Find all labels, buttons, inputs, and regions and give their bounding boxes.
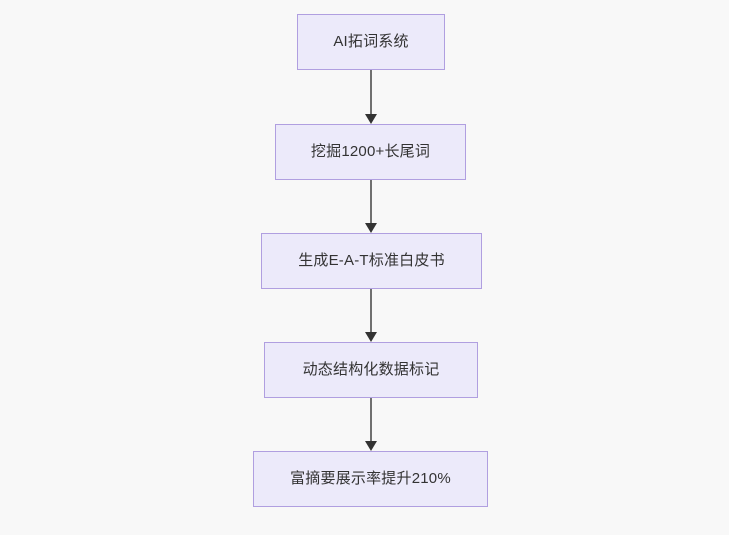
arrowhead-icon (365, 114, 377, 124)
edge-node-4-to-node-5 (364, 398, 378, 451)
edge-node-2-to-node-3 (364, 180, 378, 233)
flow-node-ai-keyword-system[interactable]: AI拓词系统 (297, 14, 445, 70)
flow-node-generate-eat-whitepaper[interactable]: 生成E-A-T标准白皮书 (261, 233, 482, 289)
flow-node-rich-snippet-impression-uplift[interactable]: 富摘要展示率提升210% (253, 451, 488, 507)
edge-node-3-to-node-4 (364, 289, 378, 342)
flow-node-dynamic-structured-data-markup[interactable]: 动态结构化数据标记 (264, 342, 478, 398)
flow-node-mine-longtail-keywords[interactable]: 挖掘1200+长尾词 (275, 124, 466, 180)
arrowhead-icon (365, 223, 377, 233)
edge-line (370, 70, 372, 114)
edge-line (370, 289, 372, 332)
arrowhead-icon (365, 441, 377, 451)
arrowhead-icon (365, 332, 377, 342)
edge-line (370, 180, 372, 223)
edge-line (370, 398, 372, 441)
edge-node-1-to-node-2 (364, 70, 378, 124)
